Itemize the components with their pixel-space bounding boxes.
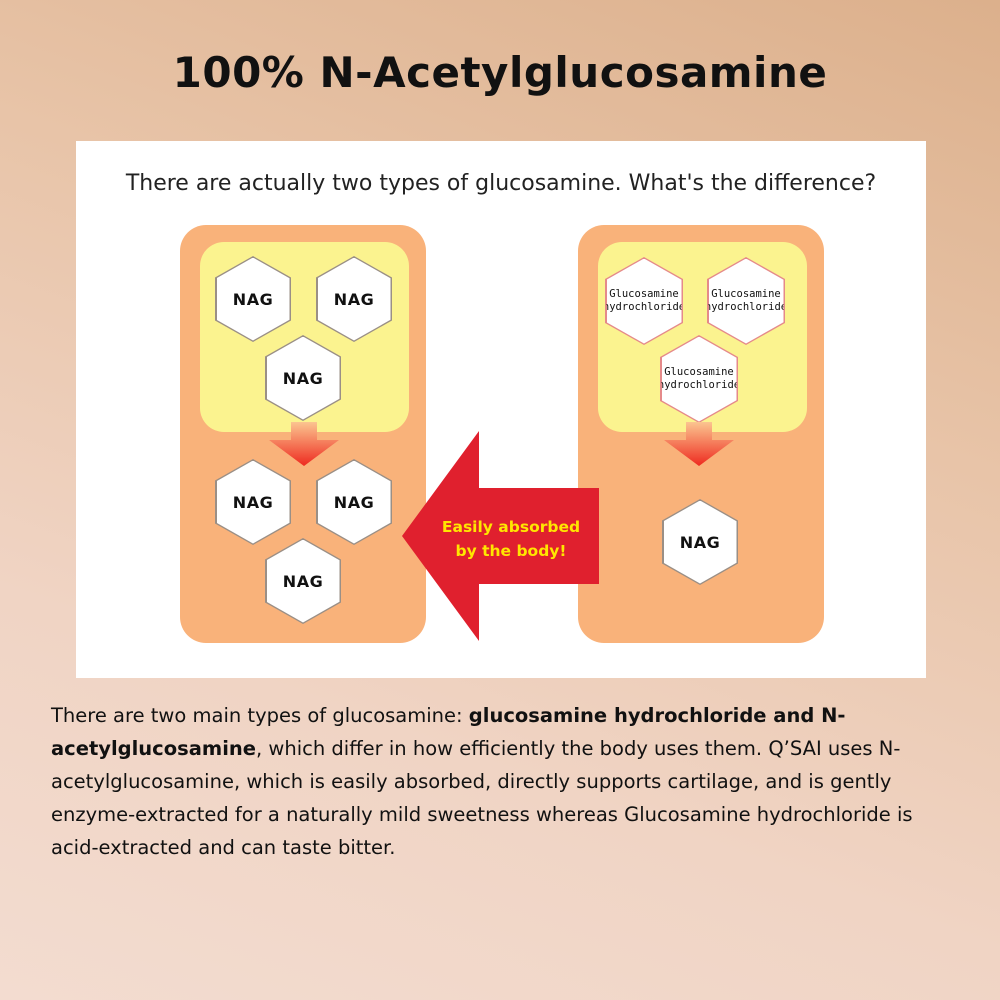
arrow-label: Easily absorbed by the body! [441, 518, 581, 560]
nag-hexagon: NAG [316, 256, 392, 342]
description-paragraph: There are two main types of glucosamine:… [51, 704, 913, 859]
nag-panel: NAG NAG NAG NAG NAG NAG [180, 225, 426, 643]
nag-hexagon: NAG [265, 335, 341, 421]
nag-hexagon: NAG [215, 256, 291, 342]
nag-hexagon: NAG [265, 538, 341, 624]
down-arrow-icon [664, 422, 734, 466]
nag-hexagon: NAG [316, 459, 392, 545]
comparison-diagram: There are actually two types of glucosam… [76, 141, 926, 678]
nag-source-box: NAG NAG NAG [200, 242, 409, 432]
question-text: There are actually two types of glucosam… [125, 171, 877, 196]
down-arrow-icon [269, 422, 339, 466]
nag-hexagon: NAG [662, 499, 738, 585]
nag-hexagon: NAG [215, 459, 291, 545]
left-arrow-icon [402, 431, 599, 641]
page-title: 100% N-Acetylglucosamine [172, 48, 828, 97]
